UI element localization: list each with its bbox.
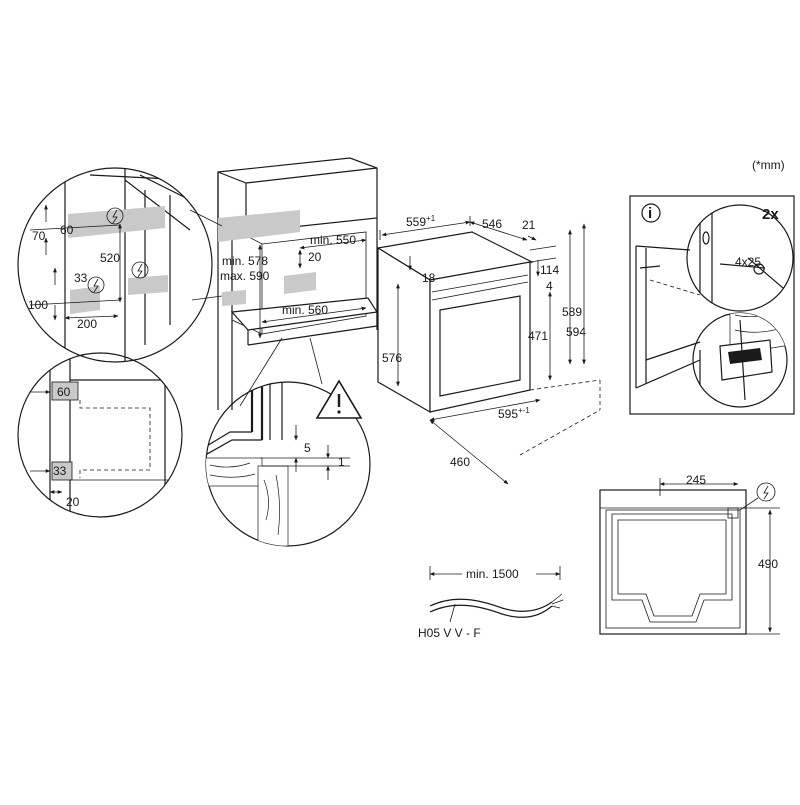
oven-546: 546 (482, 217, 502, 231)
units-note: (*mm) (752, 158, 785, 172)
cabinet-min-560: min. 560 (282, 303, 328, 317)
oven-589: 589 (562, 305, 582, 319)
oven-576: 576 (382, 351, 402, 365)
oven-114: 114 (540, 263, 559, 277)
oven-471: 471 (528, 329, 548, 343)
electric-warning-icon (106, 207, 124, 225)
oven-18: 18 (422, 271, 436, 285)
oven-4: 4 (546, 279, 553, 293)
niche-detail-circle: 70 60 520 33 100 200 (17, 167, 223, 363)
oven-559: 559+1 (406, 214, 436, 229)
back-490: 490 (758, 557, 778, 571)
niche-520: 520 (100, 251, 120, 265)
niche-60: 60 (60, 223, 74, 237)
gap-1: 1 (338, 455, 345, 469)
fixing-panel: i 2x 4x25 (629, 195, 795, 415)
cabinet-min-550: min. 550 (310, 233, 356, 247)
cable-length: min. 1500 (466, 567, 519, 581)
oven-drawing: 559+1 546 21 18 576 114 4 471 589 594 59… (376, 214, 601, 485)
cable-drawing: min. 1500 H05 V V - F (418, 566, 564, 640)
svg-text:i: i (648, 205, 652, 222)
oven-21: 21 (522, 218, 536, 232)
corner-60: 60 (57, 385, 71, 399)
corner-33: 33 (53, 464, 67, 478)
electric-warning-icon (131, 261, 149, 279)
cabinet-20: 20 (308, 250, 322, 264)
electric-warning-icon (756, 482, 776, 502)
corner-20: 20 (66, 495, 80, 509)
oven-460: 460 (450, 455, 470, 469)
niche-100: 100 (28, 298, 48, 312)
back-view-drawing: 245 490 (599, 473, 780, 635)
niche-200: 200 (77, 317, 97, 331)
cabinet-drawing: min. 578 max. 590 min. 550 20 min. 560 (217, 157, 379, 410)
gap-detail-circle: 5 1 (205, 337, 371, 547)
niche-70: 70 (32, 229, 46, 243)
corner-detail-circle: 60 33 20 (17, 352, 183, 518)
oven-594: 594 (566, 325, 586, 339)
niche-33: 33 (74, 271, 88, 285)
oven-595: 595+-1 (498, 406, 530, 421)
cabinet-min-578: min. 578 (222, 254, 268, 268)
cable-type: H05 V V - F (418, 626, 481, 640)
cabinet-max-590: max. 590 (220, 269, 270, 283)
back-245: 245 (686, 473, 706, 487)
info-icon (641, 203, 661, 223)
fixing-screw: 4x25 (735, 255, 761, 269)
gap-5: 5 (304, 441, 311, 455)
electric-warning-icon (87, 276, 105, 294)
